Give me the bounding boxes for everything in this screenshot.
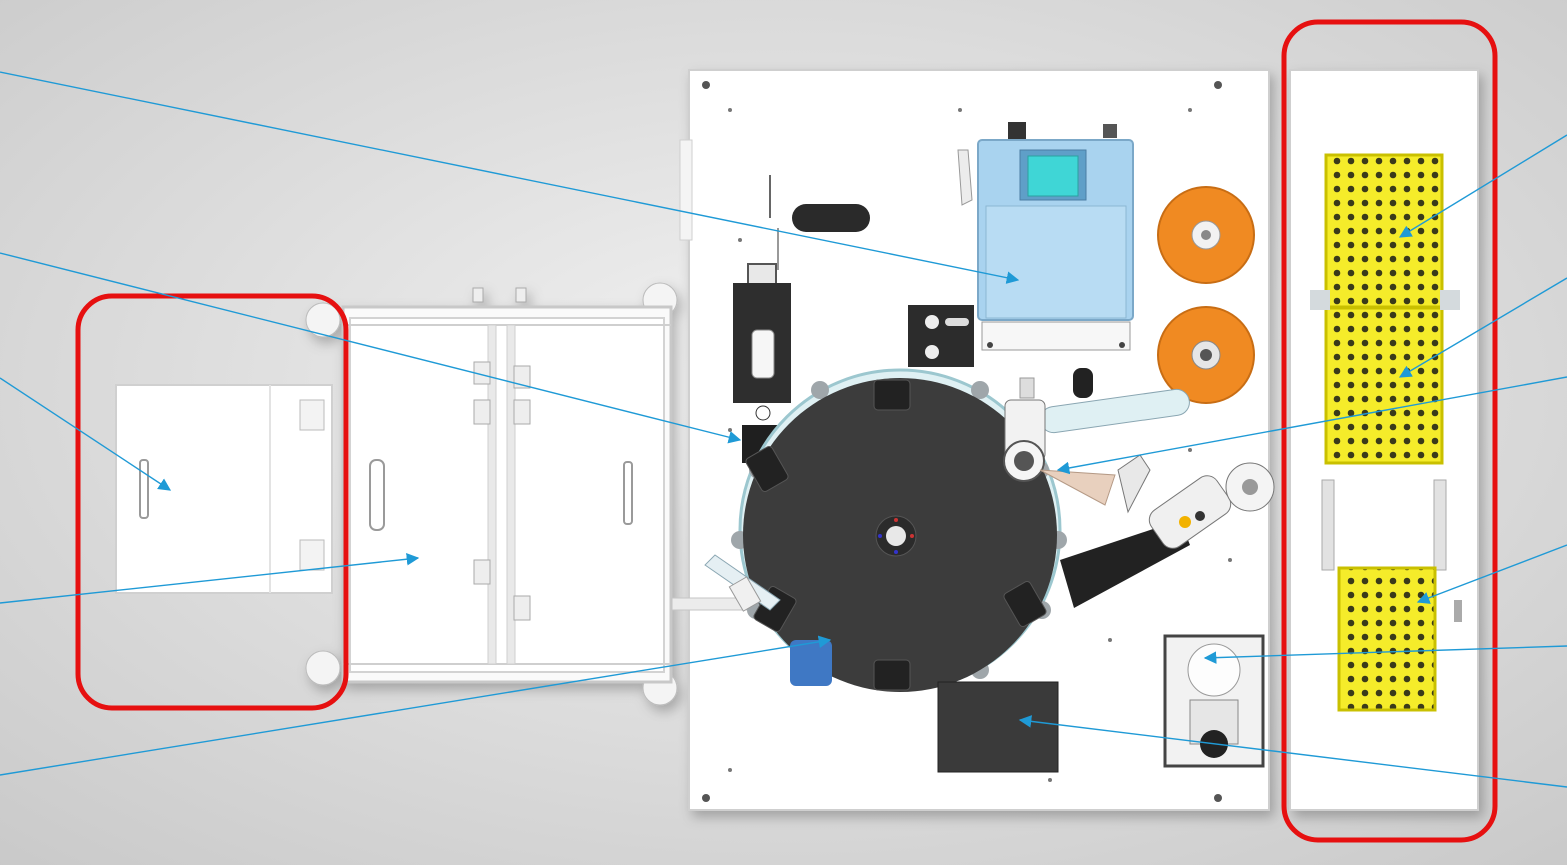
printer-screen — [1028, 156, 1078, 196]
caster-wheel-icon — [306, 651, 340, 685]
bracket-icon — [300, 400, 324, 430]
slot-icon — [792, 204, 870, 232]
loading-drawer — [116, 385, 332, 593]
cabinet-module — [306, 283, 677, 705]
label-reel-upper — [1158, 187, 1254, 283]
motor-icon — [790, 640, 832, 686]
input-rack-upper — [1326, 155, 1442, 307]
hinge-icon — [514, 400, 530, 424]
capper — [1165, 636, 1263, 766]
bracket-icon — [300, 540, 324, 570]
output-rack — [1339, 568, 1435, 710]
label-reel-lower — [1158, 307, 1254, 403]
handle-icon — [140, 460, 148, 518]
control-box — [938, 682, 1058, 772]
hinge-icon — [474, 560, 490, 584]
hinge-icon — [514, 596, 530, 620]
handle-icon — [624, 462, 632, 524]
input-rack-lower — [1326, 308, 1442, 463]
label-printer — [958, 122, 1133, 350]
feed-roller-block — [908, 305, 974, 367]
hinge-icon — [474, 400, 490, 424]
handle-icon — [370, 460, 384, 530]
rack-storage-panel — [1290, 70, 1478, 810]
